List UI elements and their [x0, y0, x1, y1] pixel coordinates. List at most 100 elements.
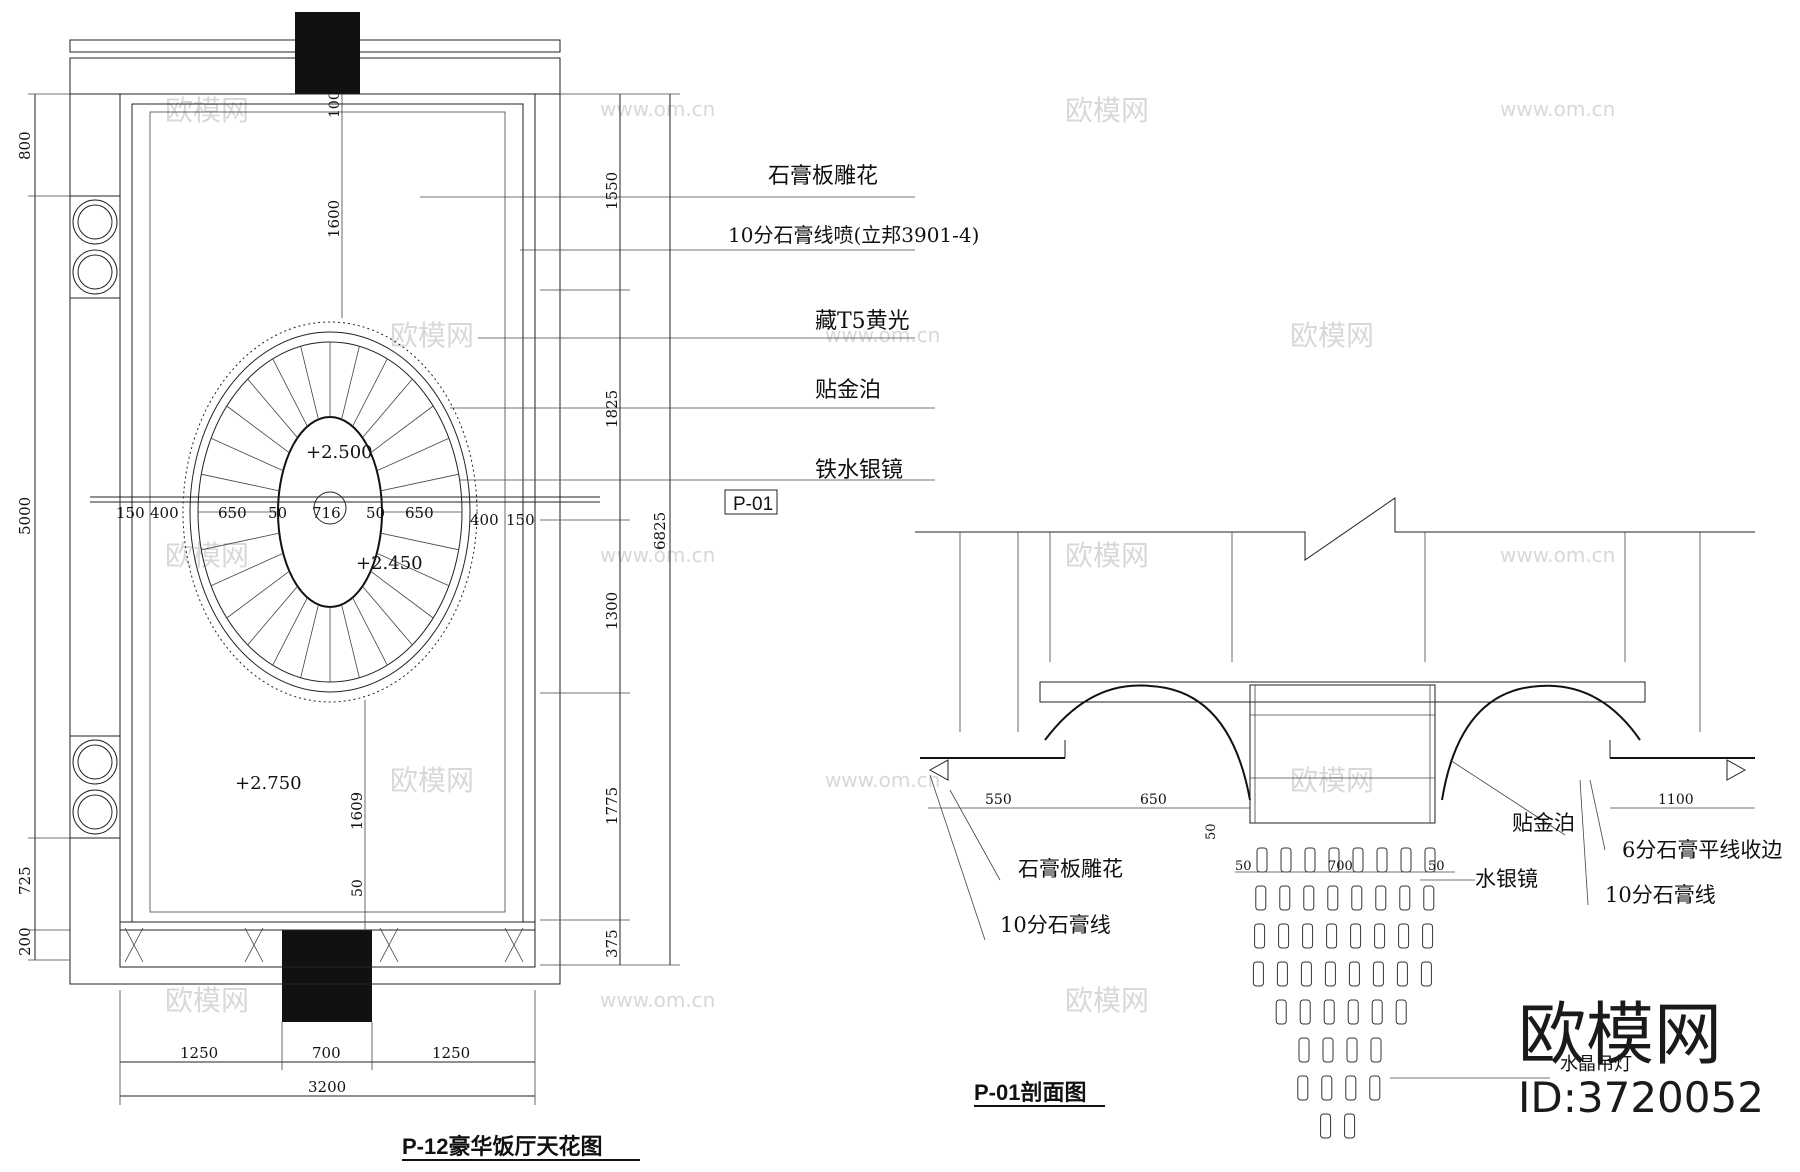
- dim-row-value: 400: [470, 511, 499, 529]
- dim-row-value: 650: [405, 504, 434, 522]
- oval-spoke: [341, 604, 360, 678]
- section-dim-550: 550: [985, 792, 1012, 808]
- crystal-drop: [1252, 961, 1264, 987]
- crystal-drop: [1347, 999, 1359, 1025]
- crystal-drop: [1324, 961, 1336, 987]
- section-dim-50b: 50: [1428, 859, 1445, 874]
- speaker-icon: [72, 789, 118, 835]
- speaker-icon: [72, 739, 118, 785]
- crystal-drop: [1370, 1037, 1382, 1063]
- dim-50-inner: 50: [350, 879, 366, 897]
- crystal-drop: [1376, 847, 1388, 873]
- oval-spoke: [362, 378, 413, 438]
- oval-spoke: [201, 532, 280, 551]
- crystal-drop: [1422, 923, 1434, 949]
- dim-1250-right: 1250: [432, 1044, 470, 1062]
- dim-1300: 1300: [603, 592, 621, 630]
- oval-spoke: [380, 532, 459, 551]
- crystal-drop: [1303, 885, 1315, 911]
- x-blocks: [124, 927, 524, 963]
- crystal-drop: [1348, 961, 1360, 987]
- crystal-drop: [1369, 1075, 1381, 1101]
- crystal-drop: [1395, 999, 1407, 1025]
- oval-spoke: [247, 586, 298, 646]
- crystal-drop: [1323, 999, 1335, 1025]
- crystal-drop: [1255, 885, 1267, 911]
- dim-375: 375: [603, 929, 621, 958]
- column-top: [295, 12, 360, 94]
- crystal-drop: [1256, 847, 1268, 873]
- crystal-drop: [1372, 961, 1384, 987]
- crystal-drop: [1326, 923, 1338, 949]
- crystal-drop: [1352, 847, 1364, 873]
- watermark-text: www.om.cn: [600, 97, 715, 121]
- crystal-drop: [1322, 1037, 1334, 1063]
- crystal-drop: [1374, 923, 1386, 949]
- crystal-drop: [1346, 1037, 1358, 1063]
- section-drawing: 550 650 1100 50 50 700 50 贴金泊 6分石膏平线收边 石…: [915, 497, 1782, 1139]
- dim-row-value: 650: [218, 504, 247, 522]
- section-dim-50v: 50: [1204, 823, 1219, 840]
- crystal-drop: [1423, 885, 1435, 911]
- crystal-drop: [1276, 961, 1288, 987]
- watermark-layer: 欧模网 欧模网 www.om.cn www.om.cn 欧模网 欧模网 www.…: [165, 94, 1615, 1017]
- oval-spoke: [376, 552, 450, 587]
- room-outline: [69, 93, 561, 985]
- dim-100: 100: [327, 91, 343, 118]
- crystal-drop: [1350, 923, 1362, 949]
- watermark-text: www.om.cn: [825, 768, 940, 792]
- center-box: [1249, 684, 1436, 824]
- dim-row-value: 150: [506, 511, 535, 529]
- label-mirror: 铁水银镜: [815, 458, 903, 483]
- oval-spoke: [226, 405, 290, 454]
- leader-lines: [420, 196, 935, 481]
- crystal-drop: [1297, 1075, 1309, 1101]
- watermark-text: www.om.cn: [600, 543, 715, 567]
- crystal-drop: [1344, 1113, 1356, 1139]
- speaker-icon: [77, 794, 113, 830]
- dim-row: 150 400 650 50 716 50 650 400 150: [116, 504, 535, 529]
- watermark-text: www.om.cn: [825, 323, 940, 347]
- crystal-drop: [1400, 847, 1412, 873]
- label-cornice: 10分石膏线喷(立邦3901-4): [728, 223, 979, 247]
- watermark-text: 欧模网: [1065, 94, 1149, 127]
- section-leaders: [929, 759, 1606, 1079]
- crystal-drop: [1299, 999, 1311, 1025]
- oval-spoke: [300, 604, 319, 678]
- crystal-drop: [1351, 885, 1363, 911]
- level-base: +2.750: [235, 773, 302, 794]
- oval-spoke: [210, 552, 284, 587]
- oval-spoke: [380, 473, 459, 492]
- watermark-text: 欧模网: [165, 94, 249, 127]
- section-title: P-01剖面图: [974, 1080, 1086, 1105]
- crystal-drop: [1399, 885, 1411, 911]
- crystal-drop: [1375, 885, 1387, 911]
- section-dim-700: 700: [1328, 859, 1353, 874]
- speaker-icon: [72, 199, 118, 245]
- watermark-text: 欧模网: [1065, 984, 1149, 1017]
- oval-spoke: [352, 597, 388, 666]
- oval-spoke: [226, 570, 290, 619]
- crystal-drop: [1371, 999, 1383, 1025]
- crystal-drop: [1279, 885, 1291, 911]
- speaker-icon: [72, 249, 118, 295]
- crystal-drop: [1320, 1113, 1332, 1139]
- crystal-drop: [1278, 923, 1290, 949]
- crystal-drop: [1304, 847, 1316, 873]
- crystal-chandelier: [1252, 847, 1436, 1139]
- brand-id: ID:3720052: [1518, 1073, 1764, 1122]
- dim-3200: 3200: [308, 1078, 346, 1096]
- section-label-mirror: 水银镜: [1475, 867, 1538, 891]
- section-label-edge: 6分石膏平线收边: [1622, 838, 1782, 862]
- watermark-text: 欧模网: [165, 984, 249, 1017]
- column-bottom: [282, 930, 372, 1022]
- ceiling-plan: 石膏板雕花 10分石膏线喷(立邦3901-4) 藏T5黄光 贴金泊 铁水银镜 P…: [16, 12, 979, 1161]
- dim-1609: 1609: [348, 792, 366, 830]
- section-dim-650: 650: [1140, 792, 1167, 808]
- dim-800: 800: [16, 131, 34, 160]
- watermark-text: 欧模网: [1290, 764, 1374, 797]
- crystal-drop: [1327, 885, 1339, 911]
- crystal-drop: [1254, 923, 1266, 949]
